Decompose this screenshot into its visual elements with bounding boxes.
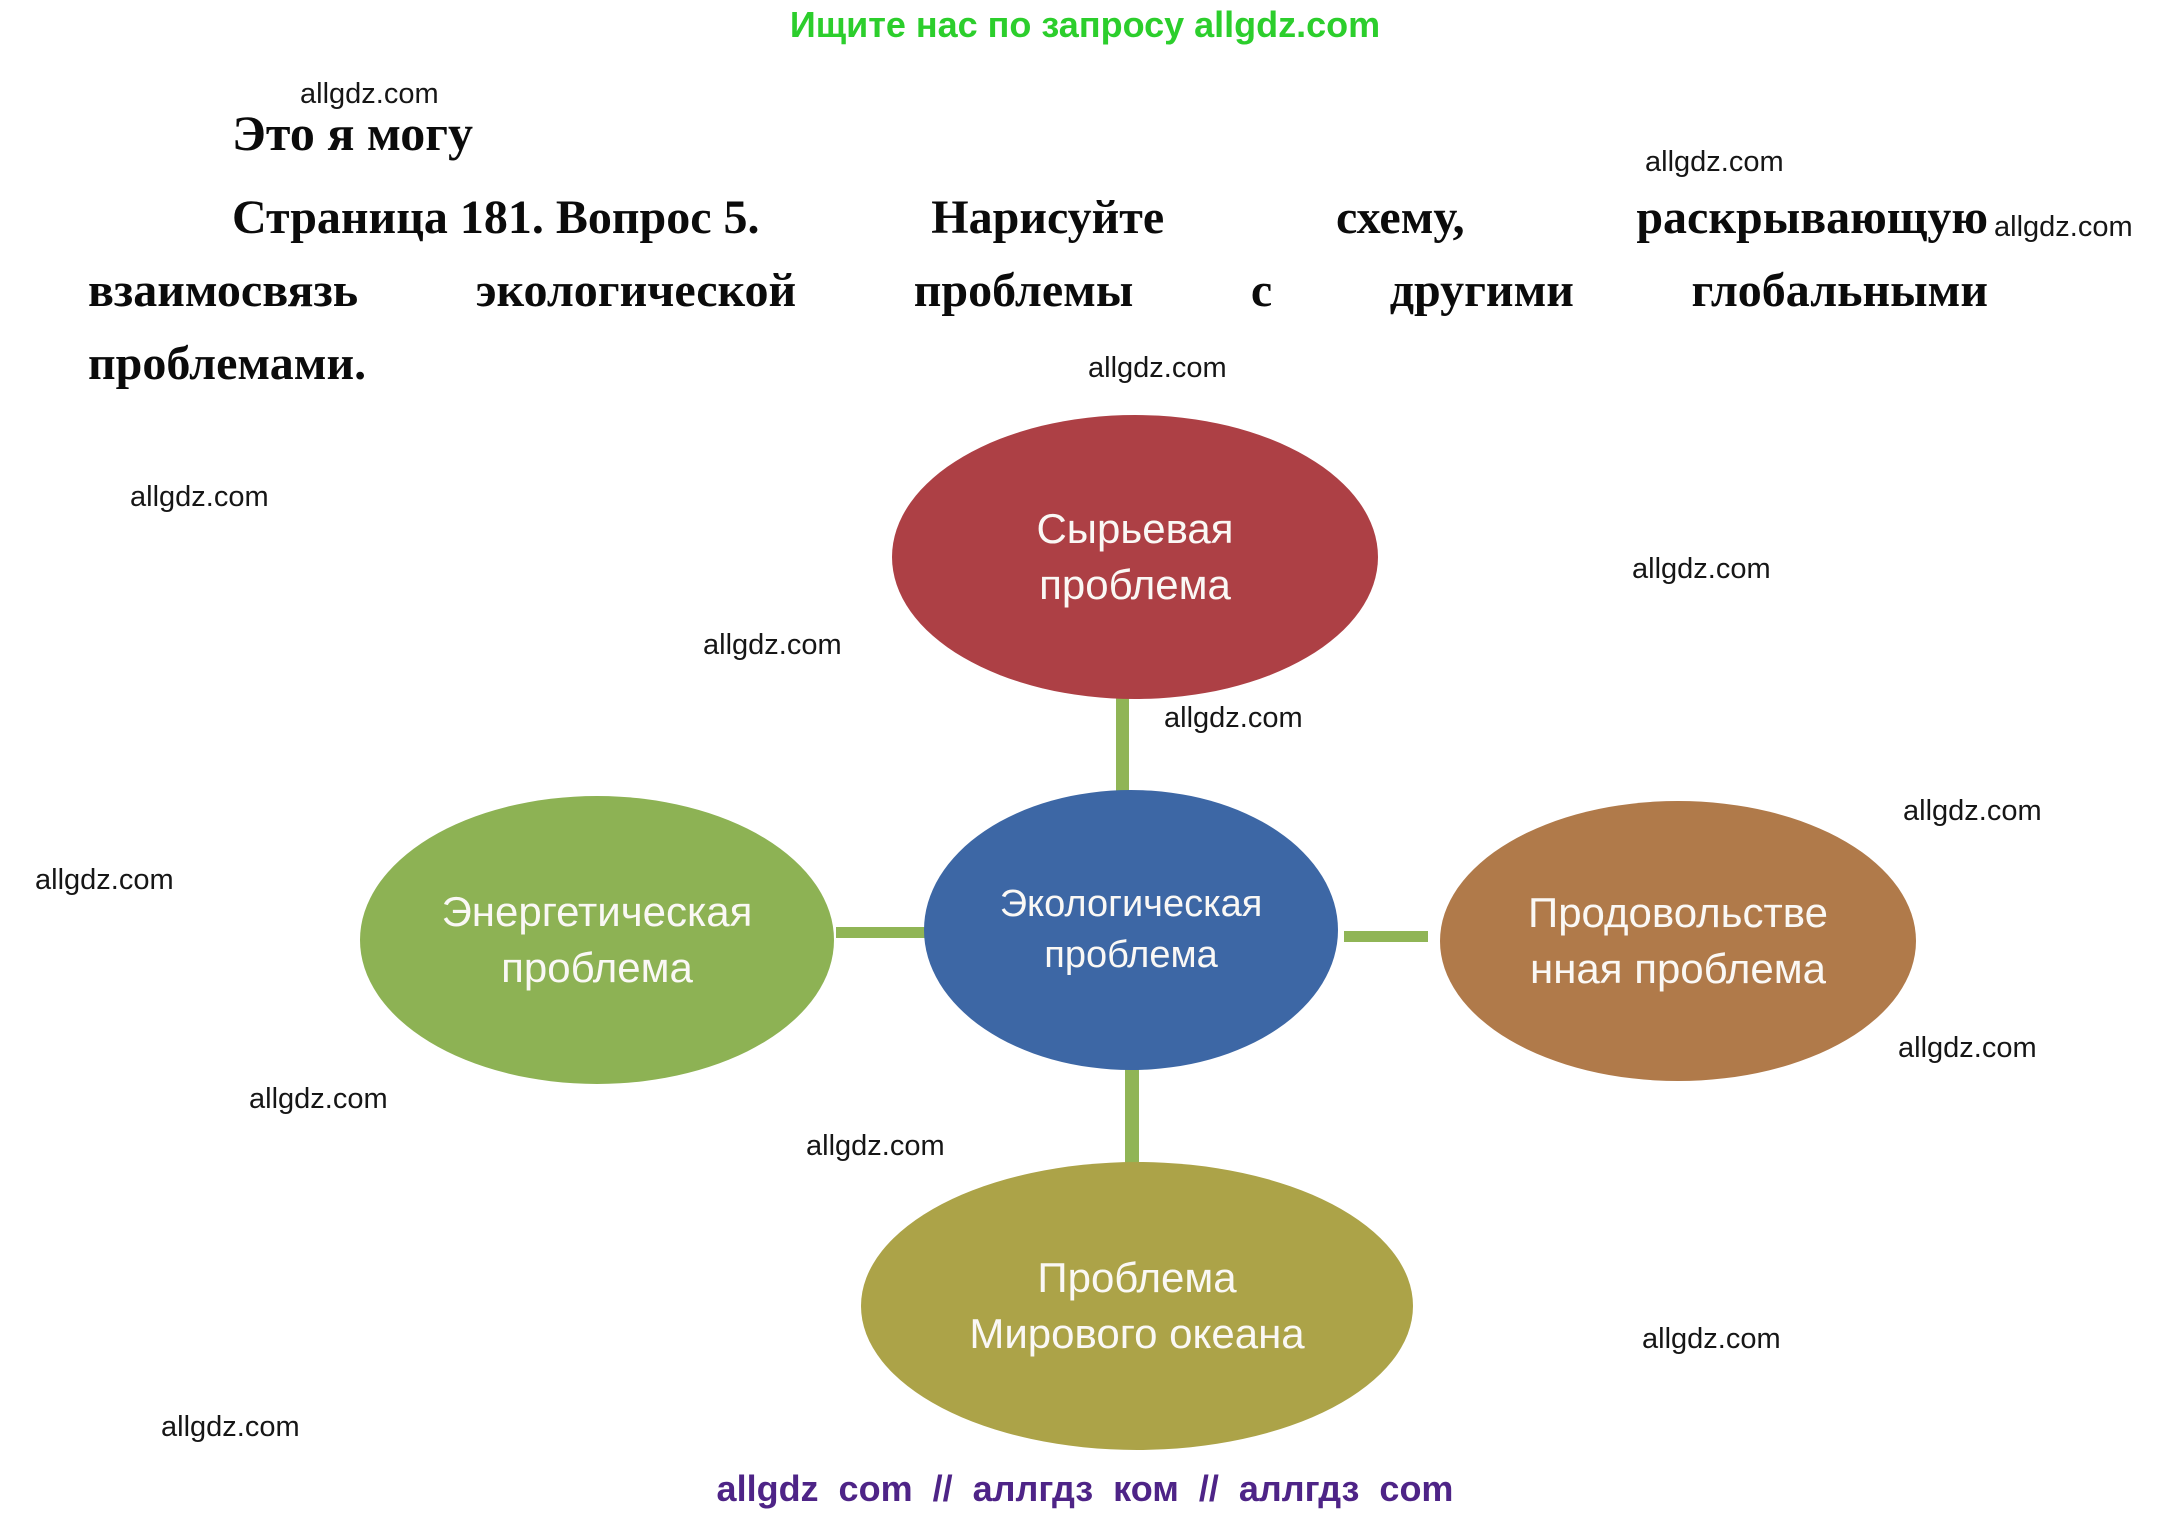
watermark: allgdz.com [1645,146,1784,178]
footer-text: allgdz com // аллгдз ком // аллгдз com [716,1468,1454,1509]
watermark: allgdz.com [161,1411,300,1443]
watermark: allgdz.com [703,629,842,661]
node-label-line: Сырьевая [1036,505,1234,553]
question-segment: с [1250,264,1273,317]
question-segment: проблемы [913,264,1134,317]
node-label-line: Экологическая [999,883,1263,926]
node-label-line: проблема [1039,561,1231,608]
node-energy-problem: Энергетическая проблема [360,796,834,1084]
watermark: allgdz.com [1088,352,1227,384]
page-heading: Это я могу [232,105,473,161]
node-label-line: Энергетическая [441,888,753,936]
question-line-3: проблемами. [88,337,367,390]
watermark: allgdz.com [1903,795,2042,827]
watermark: allgdz.com [249,1083,388,1115]
question-line-2: взаимосвязь экологической проблемы с дру… [88,265,1988,317]
connector-left [836,927,928,938]
connector-top [1116,690,1129,800]
connector-bottom [1125,1062,1139,1168]
watermark: allgdz.com [806,1130,945,1162]
watermark: allgdz.com [35,864,174,896]
node-label-line: нная проблема [1530,945,1826,992]
question-segment: экологической [475,264,797,317]
node-world-ocean-problem: Проблема Мирового океана [861,1162,1413,1450]
node-label-line: Мирового океана [969,1310,1305,1357]
node-label-line: Проблема [1037,1254,1237,1302]
node-label-line: проблема [501,944,693,991]
question-segment: схему, [1335,191,1465,244]
watermark: allgdz.com [130,481,269,513]
watermark: allgdz.com [1642,1323,1781,1355]
question-segment: другими [1389,264,1574,317]
node-raw-materials-problem: Сырьевая проблема [892,415,1378,699]
question-line-1: Страница 181. Вопрос 5. Нарисуйте схему,… [232,192,1988,244]
watermark: allgdz.com [1164,702,1303,734]
node-ecological-problem: Экологическая проблема [924,790,1338,1070]
node-food-problem: Продовольстве нная проблема [1440,801,1916,1081]
connector-right [1344,931,1428,942]
question-segment: раскрывающую [1636,191,1988,244]
watermark: allgdz.com [1898,1032,2037,1064]
watermark: allgdz.com [1632,553,1771,585]
top-banner-text: Ищите нас по запросу allgdz.com [789,4,1381,45]
node-label-line: проблема [1044,934,1218,976]
node-label-line: Продовольстве [1528,889,1828,937]
question-segment: Страница 181. Вопрос 5. [232,191,760,244]
watermark: allgdz.com [300,78,439,110]
question-segment: глобальными [1691,264,1988,317]
watermark: allgdz.com [1994,211,2133,243]
question-segment: Нарисуйте [931,191,1165,244]
question-segment: взаимосвязь [88,264,359,317]
